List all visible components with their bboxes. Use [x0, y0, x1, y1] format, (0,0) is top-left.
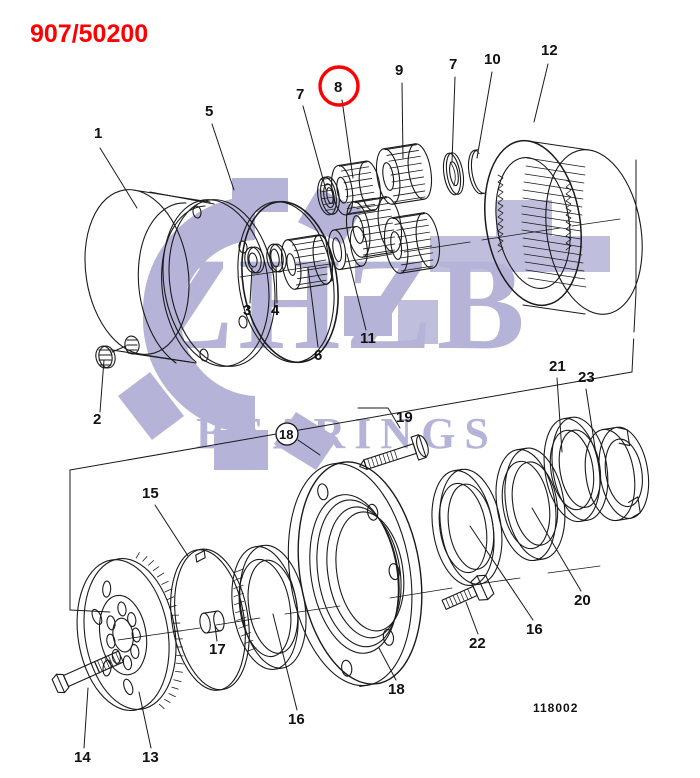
- callout-label: 15: [142, 485, 159, 502]
- group-separator: [69, 159, 637, 613]
- callout-label: 14: [74, 749, 91, 766]
- callout-label: 17: [209, 641, 226, 658]
- drawing-number-label: 118002: [533, 701, 579, 715]
- callout-18-circled[interactable]: 18: [275, 422, 299, 446]
- part-2-plug: [95, 335, 140, 369]
- callout-19[interactable]: 19: [396, 409, 413, 426]
- callout-16-left[interactable]: 16: [288, 711, 305, 728]
- callout-11[interactable]: 11: [360, 330, 376, 347]
- callout-labels: 1 2 3 4 5 6 7 8: [74, 42, 595, 766]
- callout-6[interactable]: 6: [314, 347, 322, 364]
- callout-label: 9: [395, 62, 403, 79]
- callout-label: 13: [142, 749, 159, 766]
- callout-label: 3: [243, 302, 251, 319]
- callout-17[interactable]: 17: [209, 641, 226, 658]
- part-7-thrust-washer-left: [317, 176, 340, 216]
- callout-label: 16: [288, 711, 305, 728]
- part-3-washer: [244, 246, 265, 274]
- callout-label: 18: [388, 681, 405, 698]
- callout-1[interactable]: 1: [94, 125, 102, 142]
- part-9-planet-gear-cluster: [345, 143, 441, 274]
- part-21-seal: [543, 416, 609, 523]
- part-19-bolt: [359, 434, 429, 470]
- callout-12[interactable]: 12: [541, 42, 558, 59]
- callout-3[interactable]: 3: [243, 302, 251, 319]
- callout-label: 20: [574, 592, 591, 609]
- part-number-label: 907/50200: [30, 20, 149, 48]
- part-18-hub-flange: [287, 461, 423, 687]
- callout-label: 16: [526, 621, 543, 638]
- upper-centre-line: [239, 218, 621, 278]
- part-6-sun-gear: [280, 234, 334, 290]
- callout-label: 2: [93, 411, 101, 428]
- callout-circle: [275, 422, 299, 446]
- part-10-snap-ring: [467, 149, 485, 195]
- highlight-circle: [318, 65, 360, 107]
- leader-lines: [83, 63, 597, 749]
- part-15-retaining-ring: [170, 548, 250, 691]
- part-7-thrust-washer-right: [442, 152, 465, 196]
- callout-label: 8: [334, 79, 342, 96]
- callout-15[interactable]: 15: [142, 485, 159, 502]
- callout-21[interactable]: 21: [549, 358, 566, 375]
- callout-22[interactable]: 22: [469, 635, 486, 652]
- callout-label: 19: [396, 409, 413, 426]
- callout-label: 5: [205, 103, 213, 120]
- lower-centre-line: [117, 565, 601, 641]
- callout-13[interactable]: 13: [142, 749, 159, 766]
- watermark: ZHZB BEARINGS: [118, 178, 610, 470]
- callout-label: 21: [549, 358, 566, 375]
- watermark-brand: ZHZB: [146, 230, 529, 377]
- callout-20[interactable]: 20: [574, 592, 591, 609]
- callout-18[interactable]: 18: [388, 681, 405, 698]
- callout-label: 22: [469, 635, 486, 652]
- callout-label: 7: [296, 86, 304, 103]
- callout-2[interactable]: 2: [93, 411, 101, 428]
- callout-5[interactable]: 5: [205, 103, 213, 120]
- part-1-housing: [84, 189, 276, 367]
- callout-label: 7: [449, 56, 457, 73]
- callout-label: 1: [94, 125, 102, 142]
- part-20-bearing-cup: [495, 447, 566, 562]
- part-11-bush: [328, 225, 368, 271]
- callout-label: 23: [578, 369, 595, 386]
- callout-8-highlighted[interactable]: 8: [318, 65, 360, 107]
- watermark-tagline: BEARINGS: [196, 409, 498, 458]
- callout-10[interactable]: 10: [484, 51, 501, 68]
- part-12-ring-gear: [484, 139, 643, 315]
- callout-9[interactable]: 9: [395, 62, 403, 79]
- callout-4[interactable]: 4: [271, 302, 280, 319]
- callout-label: 18: [279, 427, 293, 442]
- callout-7-right[interactable]: 7: [449, 56, 457, 73]
- callout-label: 12: [541, 42, 558, 59]
- part-22-bolt: [441, 574, 495, 610]
- part-16-bearing-cone-left: [231, 544, 307, 670]
- part-23-retainer: [584, 426, 650, 522]
- watermark-gear-secondary-icon: [398, 200, 610, 344]
- callout-label: 6: [314, 347, 322, 364]
- callout-label: 4: [271, 302, 280, 319]
- part-8-planet-gear: [330, 160, 382, 216]
- callout-23[interactable]: 23: [578, 369, 595, 386]
- callout-label: 10: [484, 51, 501, 68]
- callout-label: 11: [360, 330, 376, 347]
- callout-14[interactable]: 14: [74, 749, 91, 766]
- callout-7-left[interactable]: 7: [296, 86, 304, 103]
- callout-16-right[interactable]: 16: [526, 621, 543, 638]
- part-17-dowel-pin: [199, 610, 225, 634]
